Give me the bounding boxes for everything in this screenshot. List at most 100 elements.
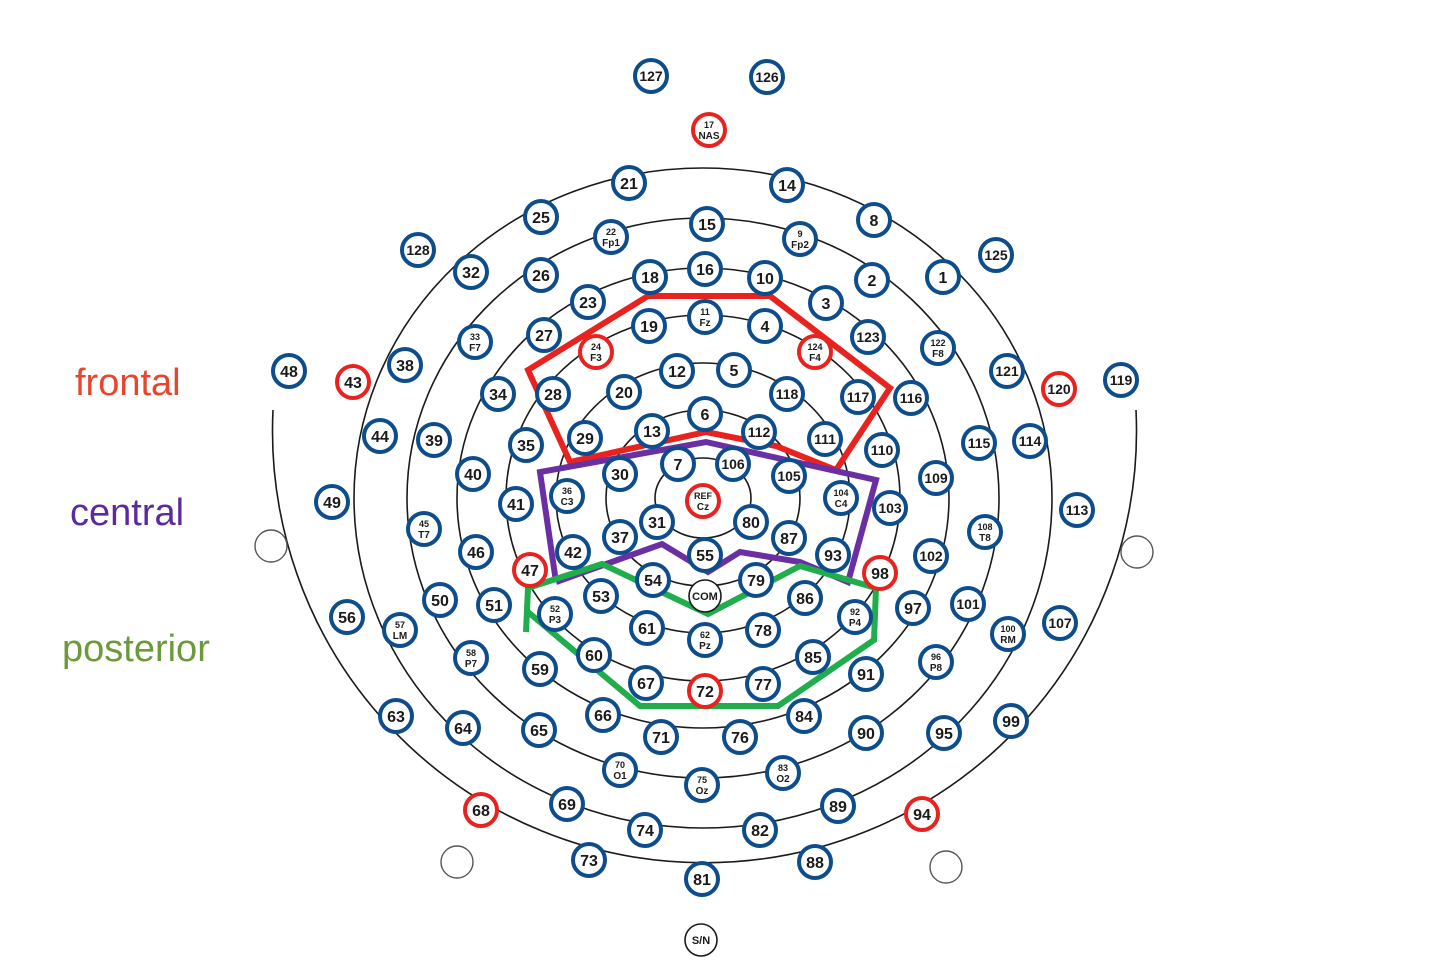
electrode-112: 112 [741,414,777,450]
electrode-98: 98 [862,555,898,591]
electrode-number: 77 [754,677,772,694]
electrode-number: 93 [824,548,842,565]
electrode-ring [498,486,534,522]
electrode-number: 83 [778,763,788,773]
electrode-label: LM [393,631,407,642]
electrode-number: 121 [995,363,1019,379]
electrode-ring [632,259,668,295]
electrode-number: 57 [395,620,405,630]
electrode-com: COM [688,579,722,613]
electrode-number: 21 [620,176,638,193]
electrode-95: 95 [926,715,962,751]
electrode-number: 3 [822,296,831,313]
electrode-125: 125 [978,237,1014,273]
electrode-number: 37 [611,530,629,547]
electrode-number: 7 [674,457,683,474]
electrode-69: 69 [549,786,585,822]
electrode-number: 78 [754,623,772,640]
electrode-number: 116 [900,390,923,406]
electrode-number: 92 [850,607,860,617]
electrode-72: 72 [687,673,723,709]
electrode-ring [684,767,720,803]
electrode-50: 50 [422,582,458,618]
electrode-number: 17 [704,120,714,130]
electrode-number: 18 [641,270,659,287]
electrode-number: 66 [594,708,612,725]
electrode-ring [926,715,962,751]
electrode-label: C4 [835,499,848,510]
electrode-number: 79 [747,573,765,590]
electrode-ring [457,324,493,360]
electrode-label: Oz [696,786,709,797]
electrode-74: 74 [627,812,663,848]
electrode-ring [918,644,954,680]
electrode-number: 99 [1002,714,1020,731]
electrode-number: 62 [700,630,710,640]
electrode-ring [795,639,831,675]
electrode-ring [659,353,695,389]
electrode-ring [749,59,785,95]
electrode-15: 15 [689,206,725,242]
electrode-number: 47 [521,563,539,580]
electrode-ring [904,796,940,832]
electrode-label: C3 [561,497,574,508]
electrode-21: 21 [611,165,647,201]
electrode-number: 111 [814,431,836,447]
electrode-number: 109 [924,470,948,486]
landmark-markers [254,529,1154,884]
electrode-ring [684,861,720,897]
electrode-number: 11 [700,307,710,317]
electrode-number: 87 [780,531,798,548]
electrode-number: 52 [550,604,560,614]
electrode-ring [688,579,722,613]
electrode-ring [458,534,494,570]
electrode-ring [807,421,843,457]
electrode-12: 12 [659,353,695,389]
electrode-number: 68 [472,803,490,820]
electrode-113: 113 [1059,492,1095,528]
electrode-ring [687,673,723,709]
electrode-38: 38 [387,347,423,383]
electrode-number: 51 [485,598,503,615]
electrode-number: 81 [693,872,711,889]
electrode-127: 127 [633,58,669,94]
electrode-number: 58 [466,648,476,658]
electrode-ring [925,259,961,295]
electrode-number: 105 [777,468,801,484]
electrode-ring [691,112,727,148]
electrode-ring [765,755,801,791]
electrode-ring [913,538,949,574]
electrode-ring [523,257,559,293]
electrode-119: 119 [1103,362,1139,398]
electrode-101: 101 [950,586,986,622]
electrode-103: 103 [872,490,908,526]
electrode-1: 1 [925,259,961,295]
electrode-ring [522,651,558,687]
electrode-ring [689,206,725,242]
electrode-88: 88 [797,844,833,880]
electrode-ring [782,221,818,257]
electrode-ring [271,353,307,389]
electrode-number: 53 [592,589,610,606]
electrode-82: 82 [742,812,778,848]
electrode-number: 122 [930,338,945,348]
electrode-number: 9 [797,229,802,239]
electrode-86: 86 [787,580,823,616]
electrode-ring [738,562,774,598]
electrode-ring [570,284,606,320]
electrode-ring [848,656,884,692]
electrode-number: 117 [847,389,870,405]
electrode-ring [643,719,679,755]
electrode-number: 38 [396,358,414,375]
electrode-111: 111 [807,421,843,457]
electrode-ring [660,446,696,482]
